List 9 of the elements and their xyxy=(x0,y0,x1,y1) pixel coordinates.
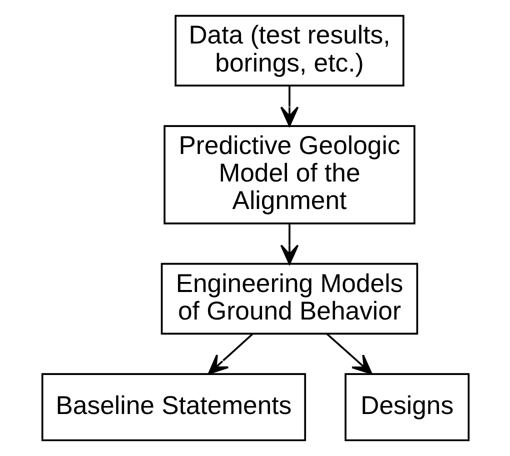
arrow xyxy=(280,223,298,265)
arrow xyxy=(208,333,253,374)
node-box: Data (test results, borings, etc.) xyxy=(174,14,404,87)
node-box: Designs xyxy=(344,373,470,442)
node-box: Baseline Statements xyxy=(40,373,306,442)
node-box: Engineering Models of Ground Behavior xyxy=(160,262,418,335)
node-box: Predictive Geologic Model of the Alignment xyxy=(163,125,415,224)
arrow xyxy=(326,333,372,374)
arrow xyxy=(280,86,298,127)
